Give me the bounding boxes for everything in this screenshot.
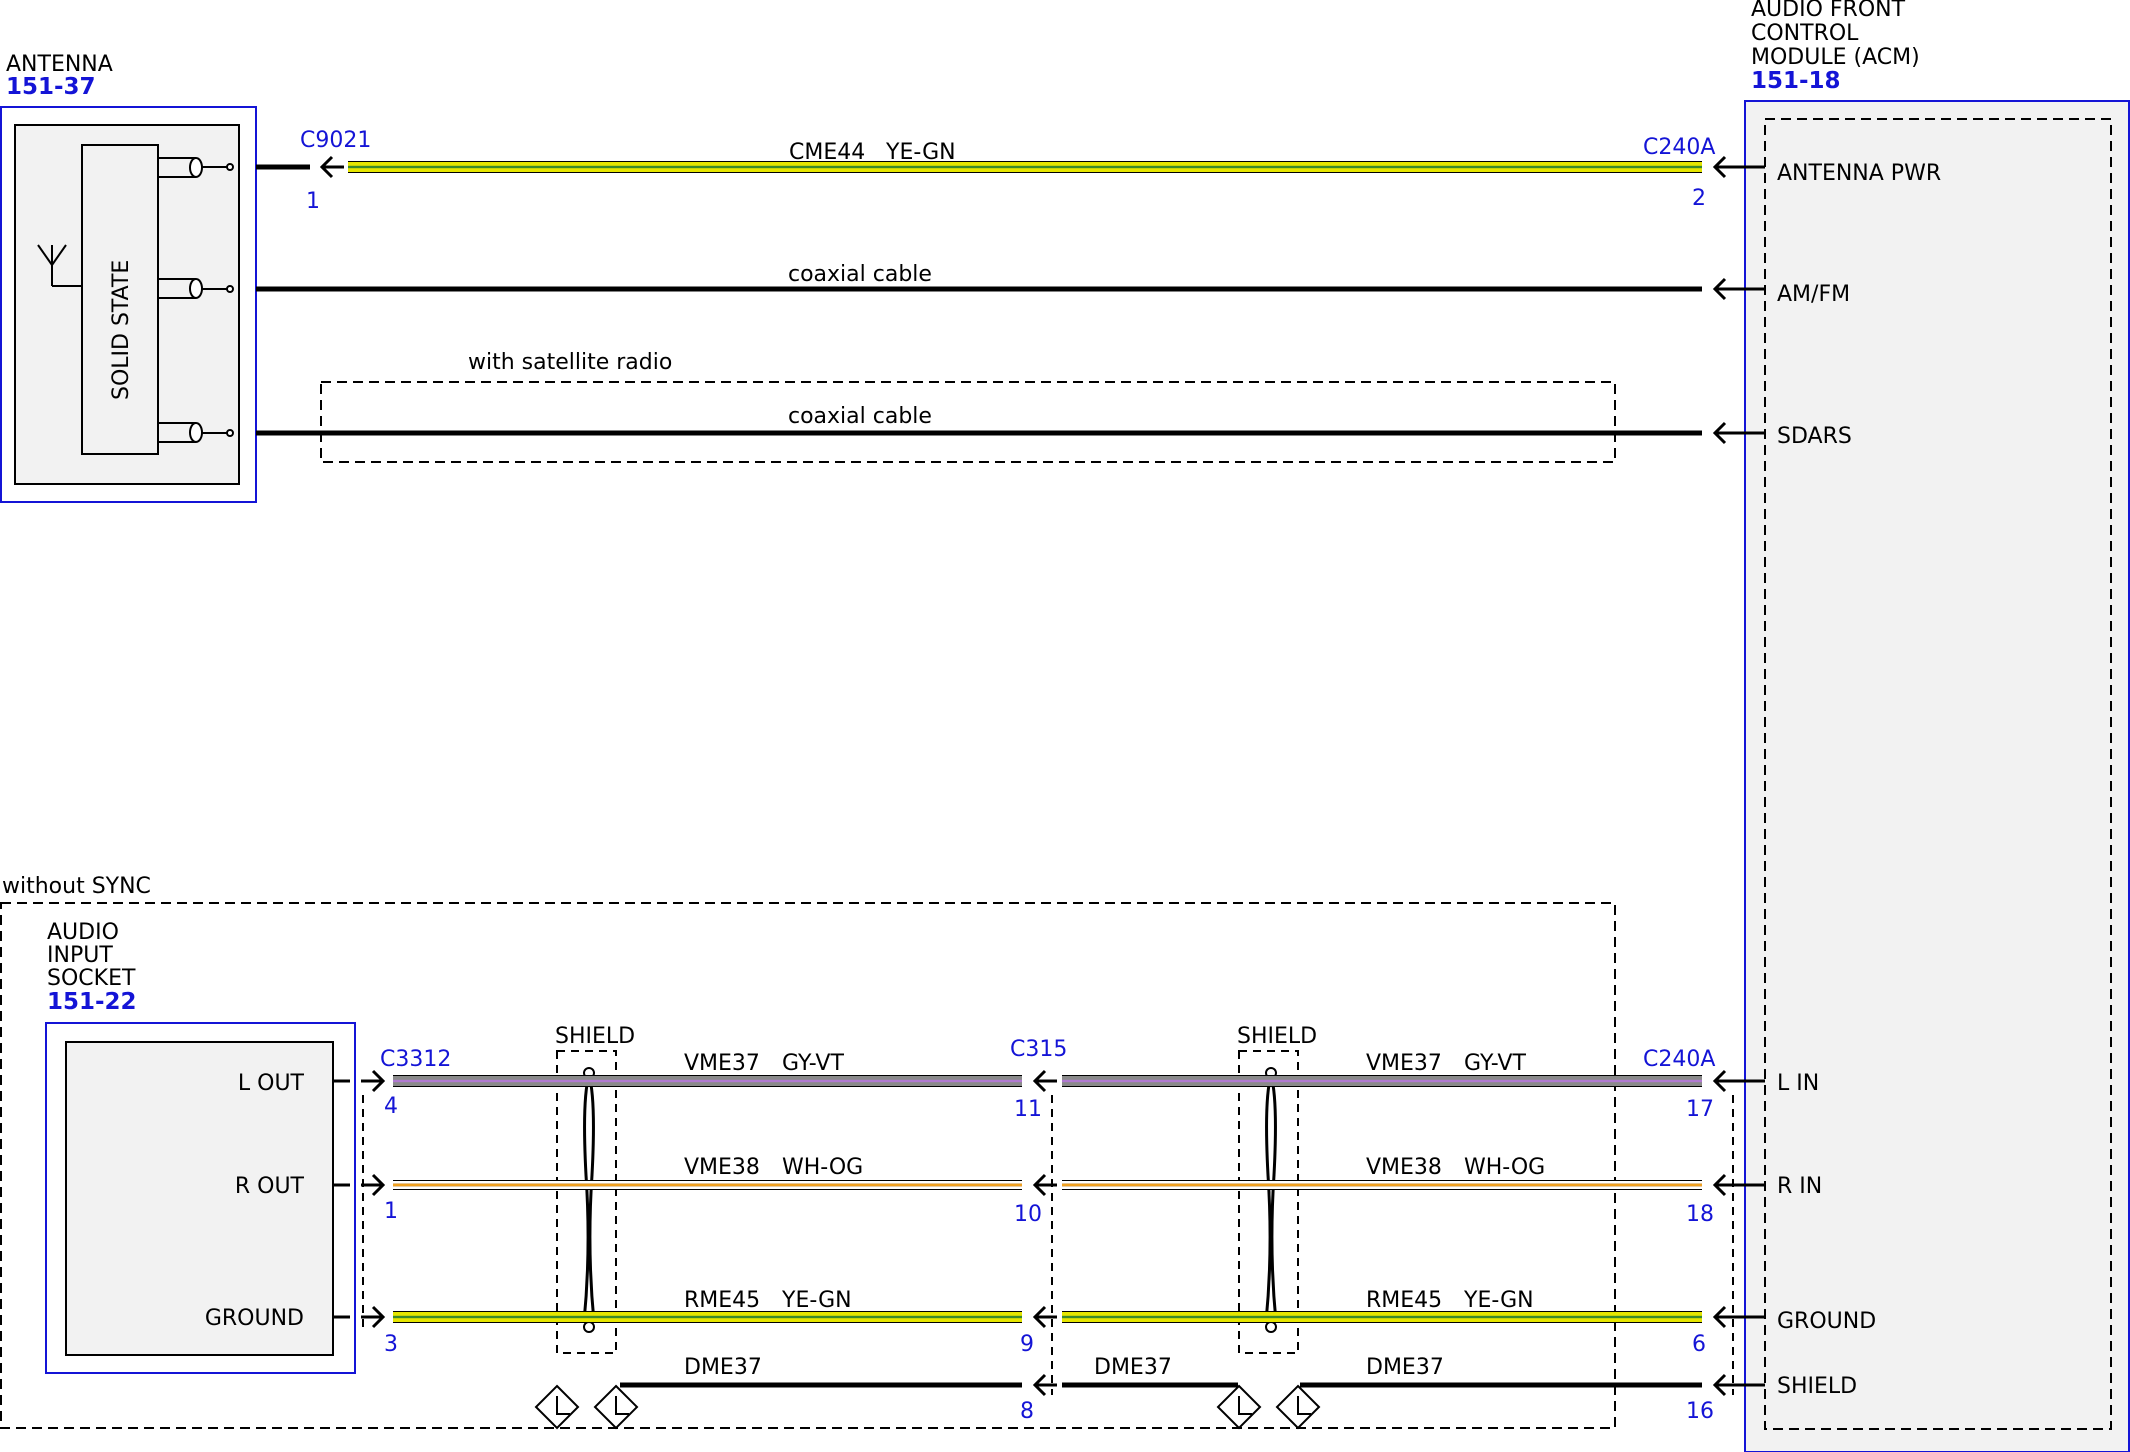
connector-c240a-bottom: C240A	[1643, 1047, 1715, 1072]
color-cme44: YE-GN	[885, 140, 956, 165]
antenna-name: ANTENNA	[6, 52, 113, 77]
wire-gyvt-l-seg0-stripe	[393, 1079, 1022, 1083]
shield-label-right: SHIELD	[1237, 1024, 1317, 1049]
socket-ref: 151-22	[47, 989, 137, 1015]
circuit-vme37-right: VME37	[1366, 1051, 1442, 1076]
pin-c315-9: 9	[1020, 1332, 1034, 1357]
pin-c315-8: 8	[1020, 1399, 1034, 1424]
circuit-dme37-right: DME37	[1366, 1355, 1444, 1380]
pin-c315-11: 11	[1014, 1097, 1042, 1122]
drain-diamond-icon	[1216, 1384, 1262, 1430]
color-vme38-left: WH-OG	[782, 1155, 863, 1180]
pin-c240a-18: 18	[1686, 1202, 1714, 1227]
circuit-dme37-left: DME37	[684, 1355, 762, 1380]
circuit-coax-amfm: coaxial cable	[788, 262, 932, 287]
pin-c315-10: 10	[1014, 1202, 1042, 1227]
acm-component: AUDIO FRONT CONTROL MODULE (ACM) 151-18 …	[1744, 0, 2130, 1452]
connector-boundaries	[362, 1095, 1734, 1395]
coax-jack-icon	[158, 157, 234, 178]
antenna-outline	[0, 106, 257, 503]
wire-cme44-stripe	[348, 165, 1702, 169]
wire-yegn-g-seg1-stripe	[1062, 1315, 1702, 1319]
acm-pin-shield: SHIELD	[1777, 1374, 1857, 1399]
color-rme45-right: YE-GN	[1463, 1288, 1534, 1313]
wire-whog-r-seg0	[393, 1183, 1022, 1187]
drain-diamond-icon	[593, 1384, 639, 1430]
acm-name-line-3: MODULE (ACM)	[1751, 45, 1920, 70]
wire-whog-r-seg1-top	[1062, 1181, 1702, 1184]
circuit-cme44: CME44	[789, 140, 865, 165]
antenna-solid-state-label: SOLID STATE	[109, 260, 134, 400]
circuit-rme45-left: RME45	[684, 1288, 760, 1313]
without-sync-option-box: without SYNC	[0, 874, 1616, 1429]
wire-whog-r-seg0-bottom	[393, 1186, 1022, 1189]
connector-c9021: C9021	[300, 128, 371, 153]
antenna-solid-state-block	[81, 144, 159, 455]
circuit-dme37-mid: DME37	[1094, 1355, 1172, 1380]
pin-c3312-1: 1	[384, 1199, 398, 1224]
circuit-coax-sdars: coaxial cable	[788, 404, 932, 429]
color-vme38-right: WH-OG	[1464, 1155, 1545, 1180]
socket-name-line-2: INPUT	[47, 943, 113, 968]
shield-box-left: SHIELD	[555, 1024, 635, 1354]
acm-ref: 151-18	[1751, 68, 1841, 94]
socket-outline	[45, 1022, 356, 1374]
drain-symbols	[534, 1384, 1321, 1430]
drain-diamond-icon	[534, 1384, 580, 1430]
connector-arrows	[319, 155, 1737, 1397]
antenna-ref: 151-37	[6, 74, 96, 100]
color-vme37-right: GY-VT	[1464, 1051, 1526, 1076]
acm-inner-boundary	[1764, 118, 2112, 1430]
socket-body	[65, 1041, 334, 1356]
wire-yegn-g-seg0-stripe	[393, 1315, 1022, 1319]
pin-c240a-2: 2	[1692, 186, 1706, 211]
acm-name-line-1: AUDIO FRONT	[1751, 0, 1906, 22]
antenna-component: ANTENNA 151-37 SOLID STATE	[0, 52, 257, 503]
coax-jack-icon	[158, 422, 234, 443]
color-vme37-left: GY-VT	[782, 1051, 844, 1076]
acm-pin-antenna-pwr: ANTENNA PWR	[1777, 161, 1941, 186]
color-rme45-left: YE-GN	[781, 1288, 852, 1313]
acm-pin-am-fm: AM/FM	[1777, 282, 1850, 307]
wires	[256, 161, 1765, 1388]
circuit-vme37-left: VME37	[684, 1051, 760, 1076]
coax-jack-icon	[158, 278, 234, 299]
without-sync-label: without SYNC	[2, 874, 151, 899]
connector-c3312: C3312	[380, 1047, 451, 1072]
pin-c9021-1: 1	[306, 189, 320, 214]
pin-c3312-3: 3	[384, 1332, 398, 1357]
acm-pin-sdars: SDARS	[1777, 424, 1852, 449]
drain-diamond-icon	[1275, 1384, 1321, 1430]
shield-label-left: SHIELD	[555, 1024, 635, 1049]
pin-c3312-4: 4	[384, 1094, 398, 1119]
socket-pin-l-out: L OUT	[238, 1071, 305, 1096]
socket-name-line-3: SOCKET	[47, 966, 136, 991]
satellite-option-box: with satellite radio	[320, 350, 1616, 463]
acm-pin-r-in: R IN	[1777, 1174, 1822, 1199]
socket-pin-r-out: R OUT	[235, 1174, 305, 1199]
acm-name-line-2: CONTROL	[1751, 21, 1859, 46]
acm-outline	[1744, 100, 2130, 1452]
shield-box-right: SHIELD	[1237, 1024, 1317, 1354]
socket-name-line-1: AUDIO	[47, 920, 119, 945]
wire-whog-r-seg1	[1062, 1183, 1702, 1187]
pin-c240a-6: 6	[1692, 1332, 1706, 1357]
socket-pin-ground: GROUND	[205, 1306, 304, 1331]
antenna-icon	[37, 244, 82, 287]
pin-c240a-16: 16	[1686, 1399, 1714, 1424]
connector-c315: C315	[1010, 1037, 1067, 1062]
pin-c240a-17: 17	[1686, 1097, 1714, 1122]
with-satellite-label: with satellite radio	[468, 350, 672, 375]
circuit-vme38-right: VME38	[1366, 1155, 1442, 1180]
wire-whog-r-seg1-bottom	[1062, 1186, 1702, 1189]
circuit-vme38-left: VME38	[684, 1155, 760, 1180]
acm-pin-ground: GROUND	[1777, 1309, 1876, 1334]
acm-pin-l-in: L IN	[1777, 1071, 1819, 1096]
connector-c240a-top: C240A	[1643, 135, 1715, 160]
wire-gyvt-l-seg1-stripe	[1062, 1079, 1702, 1083]
wire-whog-r-seg0-top	[393, 1181, 1022, 1184]
audio-input-socket-component: AUDIO INPUT SOCKET 151-22 L OUT R OUT GR…	[45, 920, 356, 1374]
circuit-rme45-right: RME45	[1366, 1288, 1442, 1313]
